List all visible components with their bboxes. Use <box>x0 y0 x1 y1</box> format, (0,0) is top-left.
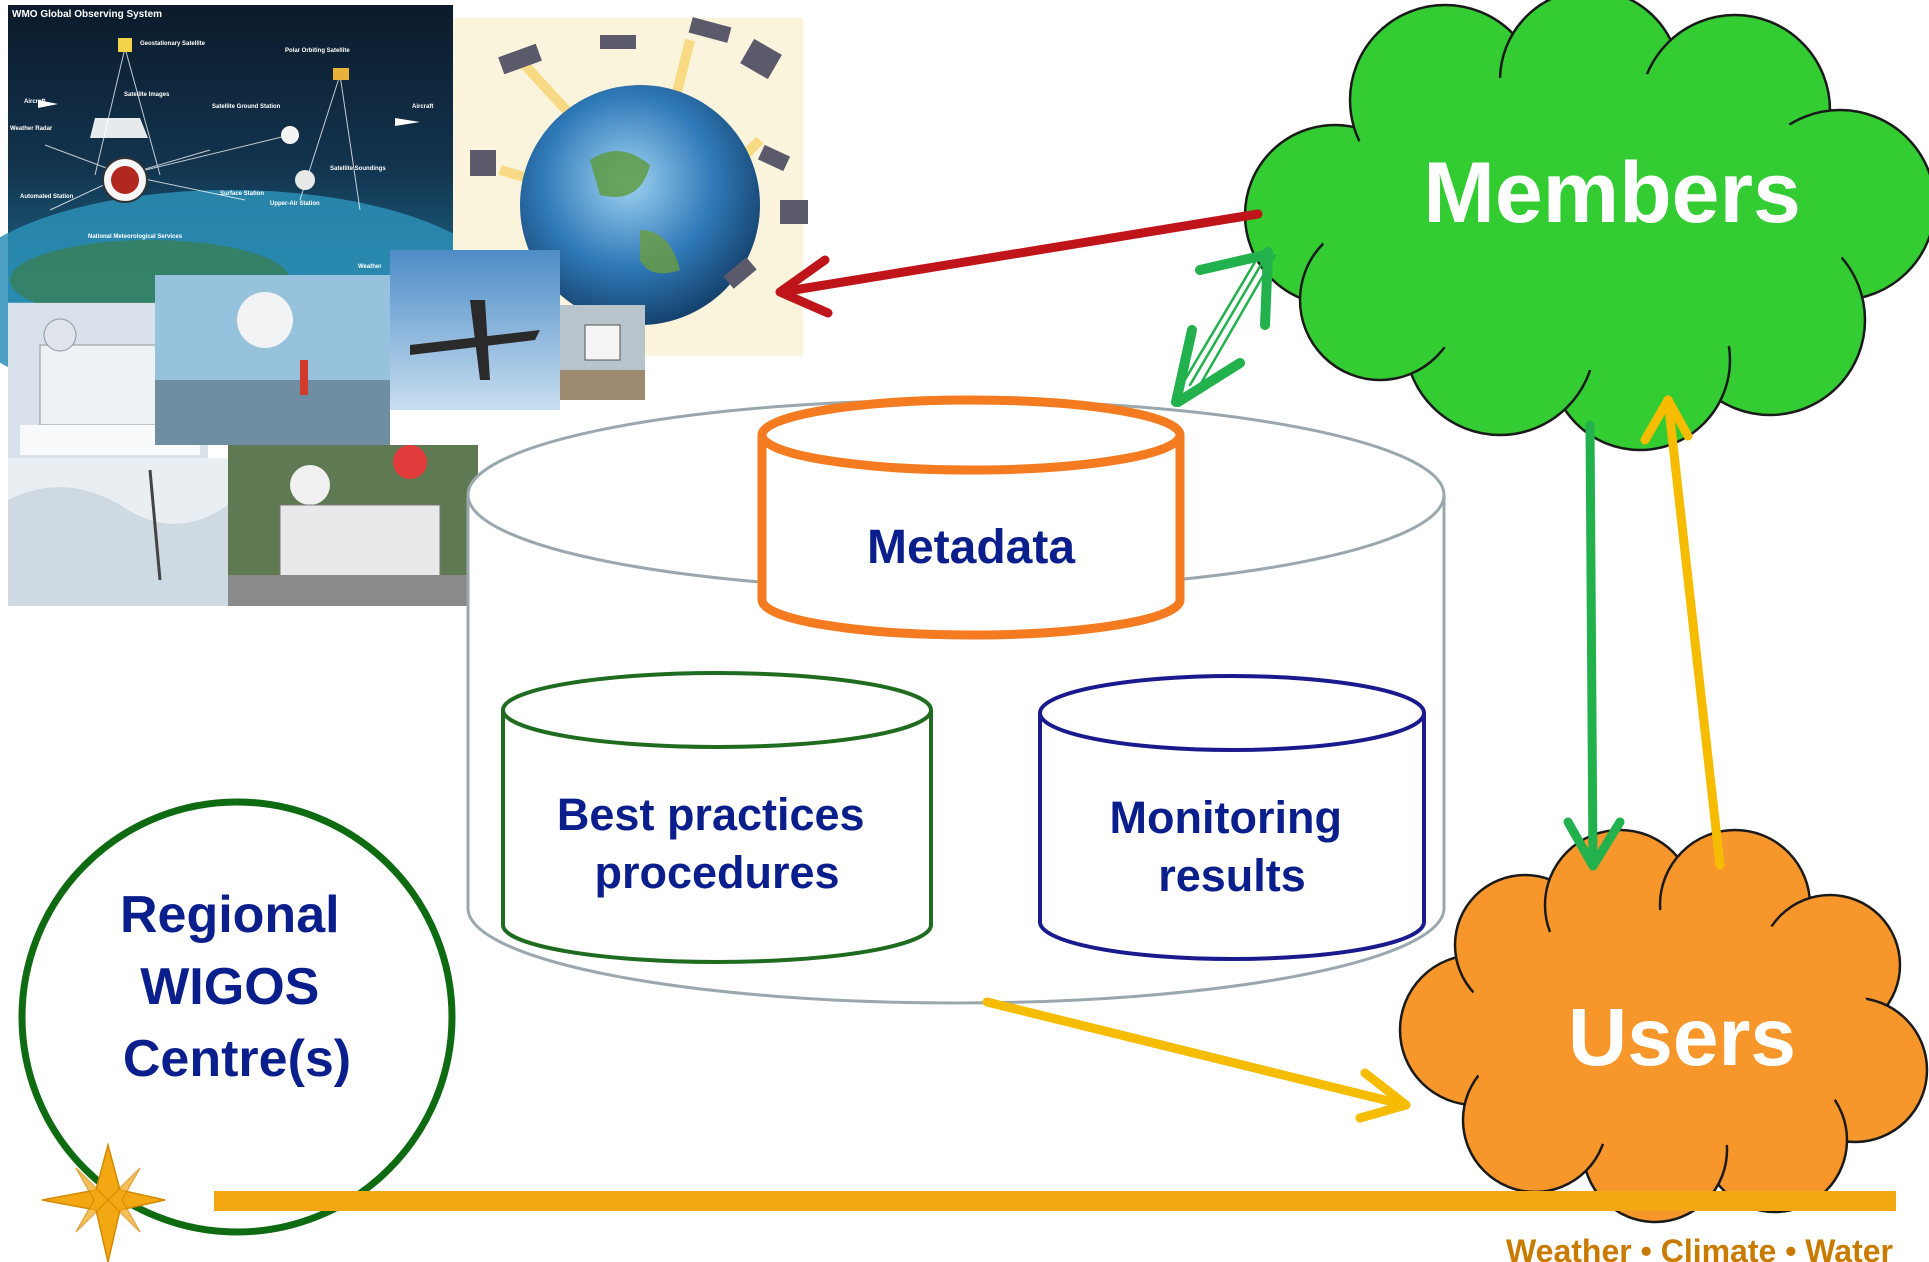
gos-label: Polar Orbiting Satellite <box>285 48 350 54</box>
regional-centre-label: Regional WIGOS Centre(s) <box>120 886 354 1088</box>
green-double-arrow <box>1171 247 1277 407</box>
gos-label: Satellite Images <box>124 92 170 98</box>
regional-wigos-centre: Regional WIGOS Centre(s) <box>18 798 456 1236</box>
monitoring-label: Monitoring results <box>1110 792 1355 901</box>
gos-label: Satellite Soundings <box>330 166 386 172</box>
regional-centre-line: WIGOS <box>140 958 319 1016</box>
best-practices-line: procedures <box>594 847 839 898</box>
aircraft-icon <box>395 118 420 126</box>
metadata-label: Metadata <box>867 521 1075 574</box>
green-arrow <box>1563 420 1625 871</box>
regional-centre-line: Centre(s) <box>123 1030 351 1088</box>
members-label: Members <box>1423 145 1801 241</box>
satellite-image-icon <box>90 118 148 138</box>
footer-tagline: Weather • Climate • Water <box>1506 1233 1893 1262</box>
gos-title: WMO Global Observing System <box>12 9 162 20</box>
best-practices-cylinder: Best practices procedures <box>501 671 933 964</box>
gos-label: Aircraft <box>24 99 45 105</box>
yellow-arrow-to-users <box>982 997 1411 1123</box>
gos-label: Upper-Air Station <box>270 201 320 207</box>
regional-centre-line: Regional <box>120 886 340 944</box>
aircraft-icon <box>38 100 58 108</box>
gos-label: Weather Radar <box>10 126 53 132</box>
gos-label: Geostationary Satellite <box>140 41 206 47</box>
best-practices-line: Best practices <box>557 789 865 840</box>
gos-label: Satellite Ground Station <box>212 104 281 110</box>
balloon-icon <box>281 126 299 144</box>
gos-label: Aircraft <box>412 104 433 110</box>
monitoring-cylinder: Monitoring results <box>1038 674 1426 961</box>
polar-satellite-icon <box>333 68 349 80</box>
best-practices-label: Best practices procedures <box>557 789 877 898</box>
geo-satellite-icon <box>118 38 132 52</box>
gos-label: National Meteorological Services <box>88 234 183 240</box>
users-cloud: Users <box>1398 828 1929 1224</box>
observing-system-collage: WMO Global Observing System Geostationar… <box>0 5 808 606</box>
earth-globe <box>520 85 760 325</box>
compass-star-icon <box>41 1142 166 1262</box>
gos-label: Automated Station <box>20 194 74 200</box>
metadata-cylinder: Metadata <box>757 395 1185 640</box>
monitoring-line: results <box>1158 850 1306 901</box>
users-label: Users <box>1568 992 1796 1083</box>
yellow-arrow-up <box>1640 395 1725 870</box>
orbiting-satellites <box>470 17 808 289</box>
footer-bar <box>214 1191 1896 1211</box>
gos-label: Weather <box>358 264 382 270</box>
members-cloud: Members <box>1243 0 1929 452</box>
gos-labels: Geostationary Satellite Polar Orbiting S… <box>10 41 433 270</box>
monitoring-line: Monitoring <box>1110 792 1342 843</box>
gos-label: Surface Station <box>220 191 264 197</box>
red-arrow <box>775 209 1263 318</box>
